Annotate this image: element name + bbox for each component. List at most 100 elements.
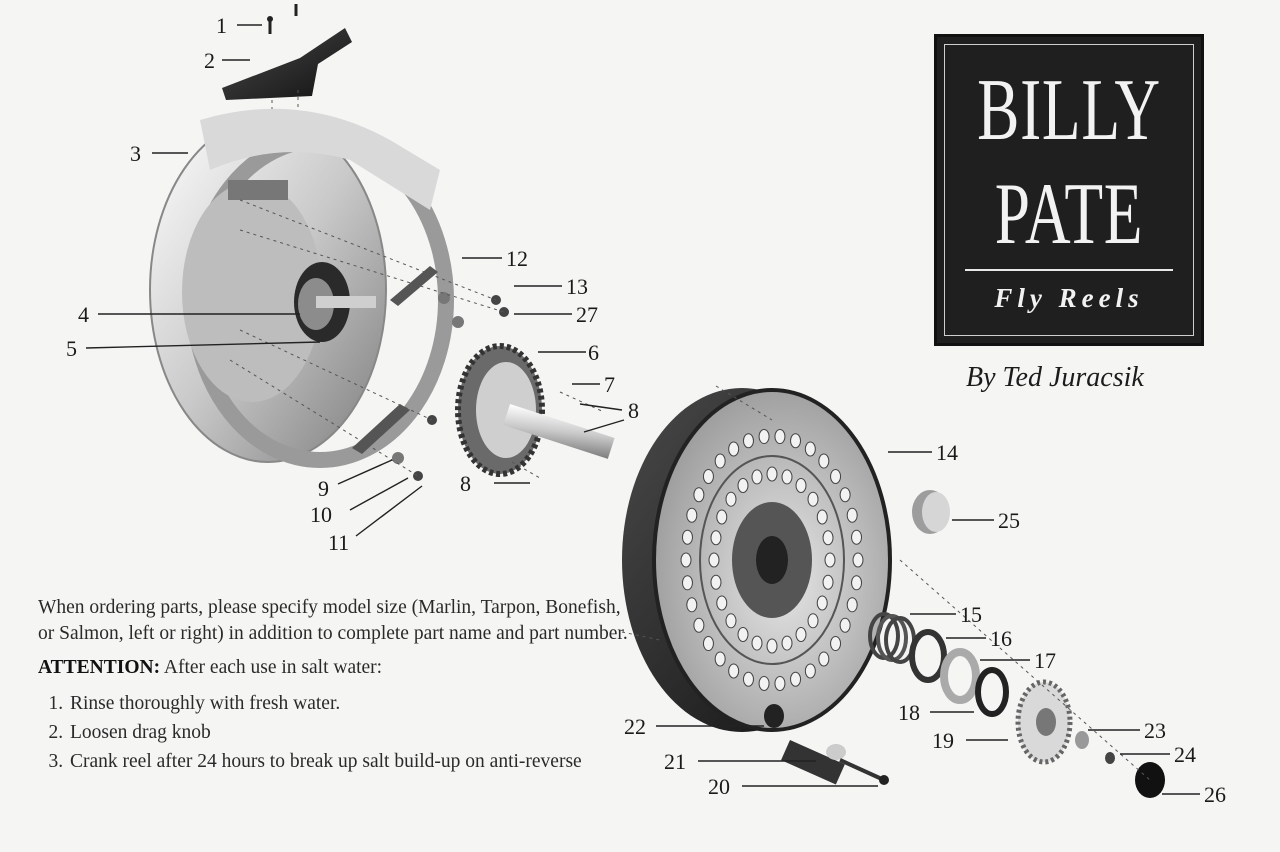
spool-port-hole bbox=[852, 552, 864, 568]
spool-port-hole bbox=[702, 636, 714, 652]
spool-port-hole bbox=[693, 617, 705, 633]
drag-knob bbox=[912, 490, 950, 534]
part-label: 26 bbox=[1204, 782, 1226, 807]
logo-line-billy: BILLY bbox=[977, 62, 1161, 159]
spool-port-hole bbox=[851, 575, 863, 591]
pawl-parts bbox=[229, 199, 509, 481]
spool-port-hole bbox=[751, 635, 763, 651]
spool-port-hole bbox=[816, 509, 828, 525]
leader-lines bbox=[85, 24, 1200, 795]
spool-port-hole bbox=[846, 597, 858, 613]
part-label: 14 bbox=[936, 440, 958, 465]
drag-gear bbox=[455, 343, 615, 479]
spool-port-hole bbox=[818, 651, 830, 667]
spool-port-hole bbox=[851, 529, 863, 545]
spool-port-hole bbox=[758, 429, 770, 445]
ordering-instructions: When ordering parts, please specify mode… bbox=[38, 597, 628, 644]
spool-port-hole bbox=[822, 574, 834, 590]
byline: By Ted Juracsik bbox=[966, 362, 1144, 393]
spool-port-hole bbox=[728, 663, 740, 679]
part-label: 19 bbox=[932, 728, 954, 753]
spool-port-hole bbox=[804, 441, 816, 457]
part-label: 23 bbox=[1144, 718, 1166, 743]
spool-port-hole bbox=[681, 529, 693, 545]
spool-port-hole bbox=[680, 552, 692, 568]
handle-parts bbox=[764, 704, 889, 785]
brand-logo: BILLY PATE Fly Reels bbox=[934, 34, 1204, 346]
part-label: 9 bbox=[318, 476, 329, 501]
spool-port-hole bbox=[693, 487, 705, 503]
spool-port-hole bbox=[708, 552, 720, 568]
attention-text: After each use in salt water: bbox=[163, 657, 383, 678]
spool-port-hole bbox=[766, 466, 778, 482]
spool-port-hole bbox=[725, 613, 737, 629]
care-steps: Rinse thoroughly with fresh water. Loose… bbox=[38, 689, 638, 776]
spool-port-hole bbox=[710, 574, 722, 590]
spring-and-washers bbox=[868, 612, 1009, 717]
spool-port-hole bbox=[686, 507, 698, 523]
part-label: 27 bbox=[576, 302, 598, 327]
spool-port-hole bbox=[728, 441, 740, 457]
spool-port-hole bbox=[839, 617, 851, 633]
drag-hub bbox=[294, 262, 376, 342]
part-label: 8 bbox=[628, 398, 639, 423]
part-label: 15 bbox=[960, 602, 982, 627]
part-label: 21 bbox=[664, 749, 686, 774]
part-label: 13 bbox=[566, 274, 588, 299]
part-label: 2 bbox=[204, 48, 215, 73]
spool-port-hole bbox=[807, 613, 819, 629]
spool-port-hole bbox=[790, 671, 802, 687]
spool-port-hole bbox=[714, 453, 726, 469]
logo-border bbox=[944, 44, 1194, 336]
spool-port-hole bbox=[795, 478, 807, 494]
logo-line-fly-reels: Fly Reels bbox=[994, 283, 1144, 313]
spool-port-hole bbox=[830, 636, 842, 652]
spool-port-hole bbox=[737, 626, 749, 642]
spool-port-hole bbox=[846, 507, 858, 523]
spool-port-hole bbox=[839, 487, 851, 503]
part-label: 17 bbox=[1034, 648, 1056, 673]
part-label: 11 bbox=[328, 530, 349, 555]
spool-port-hole bbox=[781, 469, 793, 485]
part-label: 6 bbox=[588, 340, 599, 365]
spool-port-hole bbox=[816, 595, 828, 611]
spool-port-hole bbox=[737, 478, 749, 494]
spool-port-hole bbox=[686, 597, 698, 613]
part-label: 7 bbox=[604, 372, 615, 397]
spool-port-hole bbox=[702, 468, 714, 484]
care-step: Crank reel after 24 hours to break up sa… bbox=[68, 747, 638, 776]
ordering-notes: When ordering parts, please specify mode… bbox=[38, 595, 638, 776]
part-label: 18 bbox=[898, 700, 920, 725]
spool-port-hole bbox=[758, 675, 770, 691]
part-label: 22 bbox=[624, 714, 646, 739]
part-label: 24 bbox=[1174, 742, 1196, 767]
spool-port-hole bbox=[795, 626, 807, 642]
logo-line-pate: PATE bbox=[994, 166, 1144, 263]
logo-divider bbox=[965, 269, 1173, 271]
spool-port-hole bbox=[714, 651, 726, 667]
spool-port-hole bbox=[751, 469, 763, 485]
part-label: 25 bbox=[998, 508, 1020, 533]
attention-label: ATTENTION: bbox=[38, 657, 161, 678]
spool-port-hole bbox=[824, 552, 836, 568]
part-label: 20 bbox=[708, 774, 730, 799]
care-step: Loosen drag knob bbox=[68, 718, 638, 747]
spool-port-hole bbox=[822, 530, 834, 546]
attention-heading: ATTENTION: After each use in salt water: bbox=[38, 655, 638, 681]
spool-port-hole bbox=[742, 671, 754, 687]
spool-port-hole bbox=[807, 491, 819, 507]
spool-port-hole bbox=[716, 595, 728, 611]
part-label: 1 bbox=[216, 13, 227, 38]
spool-port-hole bbox=[774, 429, 786, 445]
spool-port-hole bbox=[766, 638, 778, 654]
spool-port-hole bbox=[725, 491, 737, 507]
spool-port-hole bbox=[781, 635, 793, 651]
spool-port-hole bbox=[804, 663, 816, 679]
part-label: 8 bbox=[460, 471, 471, 496]
part-label: 10 bbox=[310, 502, 332, 527]
spool-port-hole bbox=[790, 433, 802, 449]
spool-port-hole bbox=[830, 468, 842, 484]
spool-port-hole bbox=[818, 453, 830, 469]
part-label: 3 bbox=[130, 141, 141, 166]
spool-port-hole bbox=[716, 509, 728, 525]
